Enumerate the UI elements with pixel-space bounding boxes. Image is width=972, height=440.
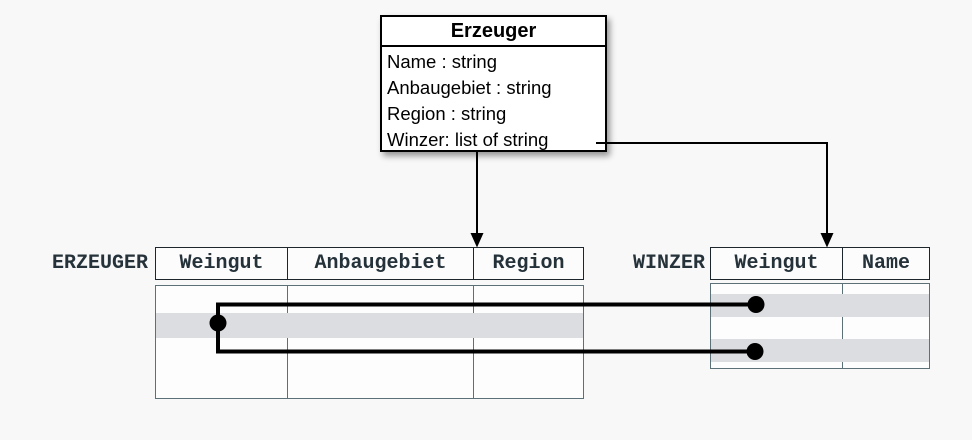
winzer-header-row: Weingut Name [710, 247, 930, 280]
erzeuger-highlighted-row [156, 313, 583, 338]
erzeuger-column-separator-2 [472, 286, 474, 398]
arrow-class-to-erzeuger [470, 152, 484, 248]
class-title: Erzeuger [382, 17, 605, 47]
class-attribute-list: Name : string Anbaugebiet : string Regio… [382, 47, 605, 153]
winzer-column-separator [841, 284, 843, 368]
erzeuger-header-row: Weingut Anbaugebiet Region [155, 247, 584, 280]
class-attribute-winzer: Winzer: list of string [387, 129, 549, 150]
erzeuger-col-weingut: Weingut [156, 248, 288, 279]
class-attribute-anbaugebiet: Anbaugebiet : string [387, 77, 552, 98]
winzer-highlighted-row-1 [711, 293, 929, 317]
erzeuger-column-separator-1 [286, 286, 288, 398]
erzeuger-body [155, 285, 584, 399]
class-attribute-name: Name : string [387, 51, 498, 72]
winzer-col-weingut: Weingut [711, 248, 843, 279]
table-label-erzeuger: ERZEUGER [51, 252, 148, 275]
table-label-winzer: WINZER [632, 252, 705, 275]
uml-class-box-erzeuger: Erzeuger Name : string Anbaugebiet : str… [380, 15, 607, 152]
erzeuger-col-anbaugebiet: Anbaugebiet [288, 248, 474, 279]
winzer-col-name: Name [861, 252, 910, 275]
winzer-highlighted-row-2 [711, 338, 929, 362]
winzer-body [710, 283, 930, 369]
class-attribute-region: Region : string [387, 103, 507, 124]
arrow-winzer-attr-to-winzer [596, 142, 834, 248]
erzeuger-col-region: Region [492, 252, 565, 275]
